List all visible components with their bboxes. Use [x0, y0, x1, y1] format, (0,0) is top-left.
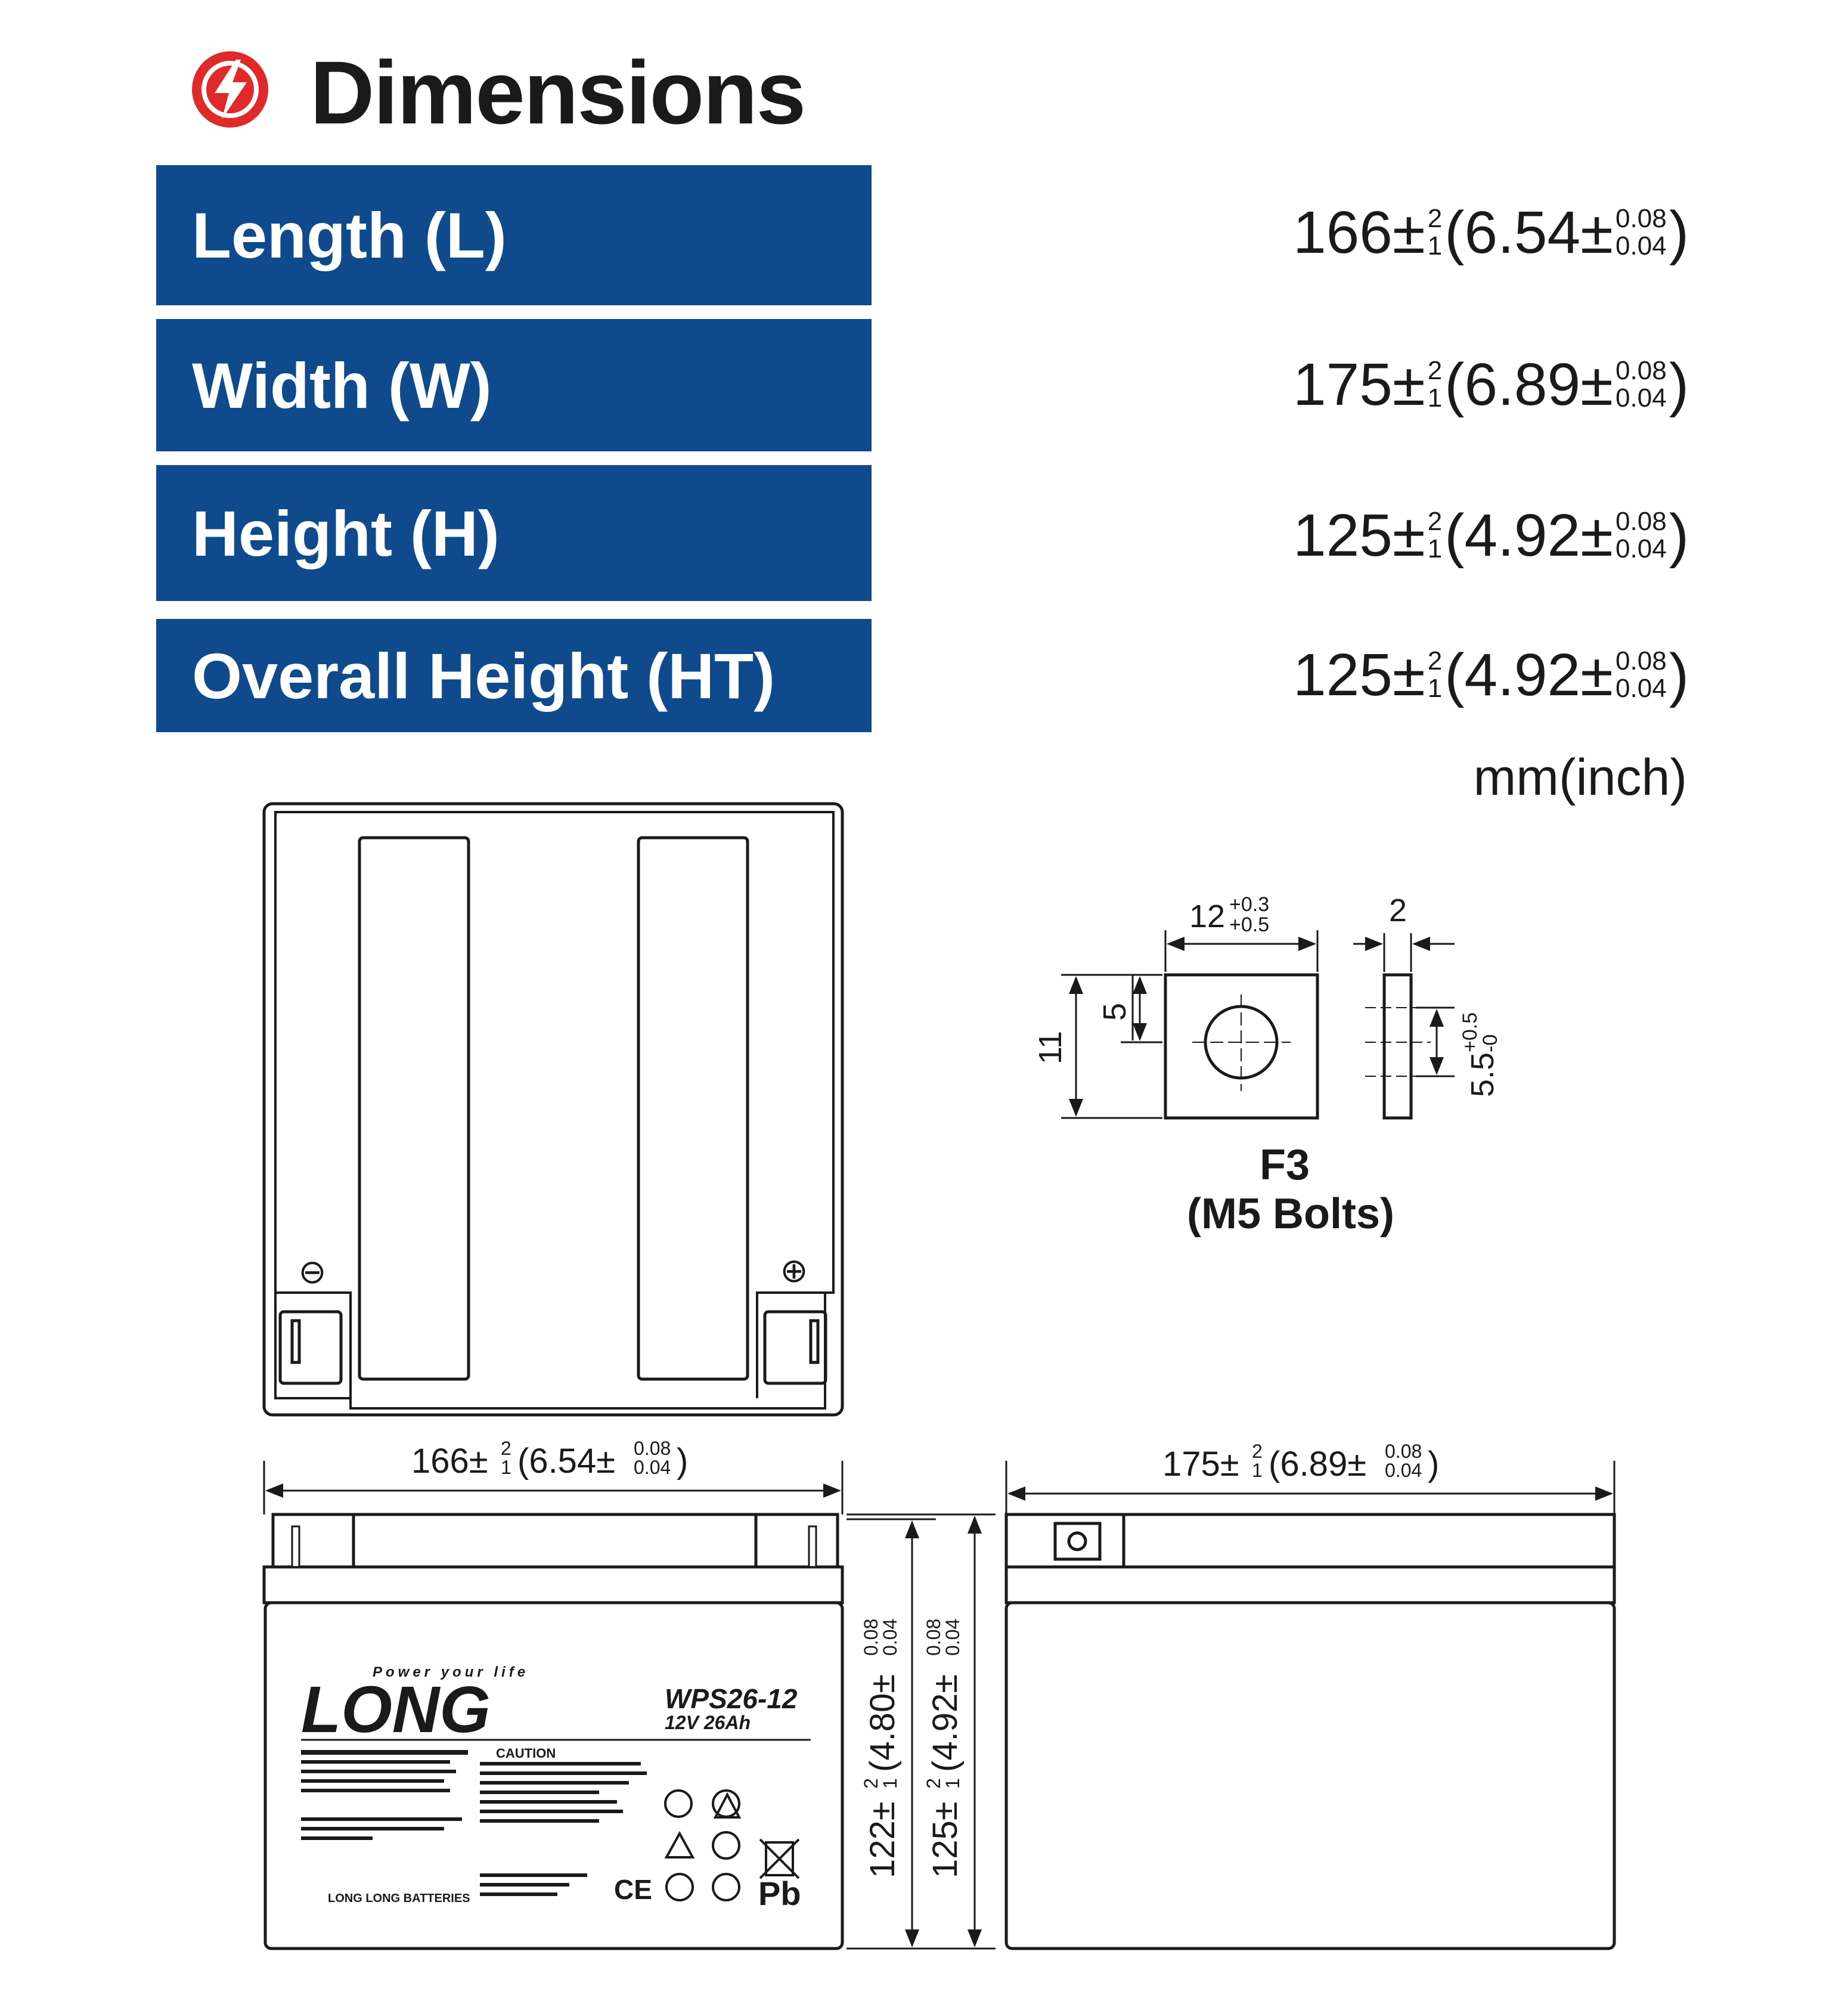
- overall-height-dimension: 125± 2 1 (4.92± 0.08 0.04: [909, 1609, 967, 1878]
- tol-down: 1: [1427, 231, 1443, 261]
- ce-mark: CE: [614, 1874, 652, 1905]
- maker-text: LONG LONG BATTERIES: [328, 1892, 470, 1905]
- value-main: 175±: [1293, 351, 1425, 418]
- terminal-width-dimension: 12 +0.3 +0.5: [1189, 882, 1278, 936]
- front-height-dimension: 122± 2 1 (4.80± 0.08 0.04: [847, 1609, 904, 1878]
- tol-up: 0.08: [1616, 646, 1667, 676]
- value-main: 125±: [1293, 642, 1425, 708]
- tol-down: 0.04: [1616, 534, 1667, 563]
- terminal-f3-drawing: [1061, 930, 1455, 1120]
- dimension-label-height: Height (H): [156, 465, 872, 601]
- value-close: ): [1669, 351, 1689, 418]
- tol-up: 2: [1427, 356, 1443, 385]
- tol-up: 0.08: [1616, 507, 1667, 536]
- terminal-name: F3: [1260, 1141, 1310, 1189]
- tol-up: 0.08: [1616, 356, 1667, 385]
- model-name: WPS26-12: [665, 1683, 798, 1714]
- terminal-hole-offset-dimension: 5: [1097, 1003, 1133, 1021]
- dimension-label-overall-height: Overall Height (HT): [156, 619, 872, 732]
- page-title: Dimensions: [310, 42, 806, 143]
- positive-terminal-symbol: ⊕: [780, 1252, 808, 1289]
- tol-up: 0.08: [1616, 204, 1667, 233]
- pb-symbol: Pb: [758, 1875, 801, 1912]
- unit-note: mm(inch): [1473, 749, 1687, 806]
- value-close: ): [1669, 642, 1689, 708]
- front-length-dimension: 166± 2 1 (6.54± 0.08 0.04 ): [411, 1424, 688, 1482]
- value-inch: (4.92±: [1444, 502, 1614, 569]
- front-view-battery: [262, 1513, 844, 1950]
- terminal-height-dimension: 11: [1032, 1031, 1068, 1064]
- tol-down: 0.04: [1616, 383, 1667, 413]
- tol-up: 2: [1427, 646, 1443, 676]
- value-inch: (6.54±: [1444, 199, 1614, 266]
- terminal-bolt-size: (M5 Bolts): [1187, 1190, 1394, 1238]
- dimension-label-width: Width (W): [156, 319, 872, 451]
- brand-logo: LONG: [301, 1673, 491, 1746]
- caution-text: CAUTION: [496, 1746, 556, 1761]
- side-view-battery: [1004, 1513, 1616, 1950]
- tol-down: 0.04: [1616, 231, 1667, 261]
- top-view-battery: [262, 802, 844, 1417]
- lightning-bolt-icon: [190, 49, 271, 130]
- terminal-thickness-dimension: 2: [1389, 893, 1407, 928]
- dimension-label-length: Length (L): [156, 165, 872, 305]
- value-main: 166±: [1293, 199, 1425, 266]
- tol-down: 1: [1427, 383, 1443, 413]
- tol-down: 1: [1427, 534, 1443, 563]
- battery-front-label: Power your life LONG WPS26-12 12V 26Ah C…: [301, 1664, 811, 1912]
- value-close: ): [1669, 199, 1689, 266]
- side-width-dimension: 175± 2 1 (6.89± 0.08 0.04 ): [1162, 1427, 1439, 1485]
- terminal-hole-diameter-dimension: 5.5 +0.5 -0: [1448, 1003, 1502, 1097]
- brand-slogan: Power your life: [373, 1664, 529, 1680]
- model-rating: 12V 26Ah: [665, 1712, 751, 1733]
- value-main: 125±: [1293, 502, 1425, 569]
- tol-up: 2: [1427, 507, 1443, 536]
- tol-down: 0.04: [1616, 674, 1667, 703]
- value-inch: (6.89±: [1444, 351, 1614, 418]
- tol-up: 2: [1427, 204, 1443, 233]
- tol-down: 1: [1427, 674, 1443, 703]
- value-close: ): [1669, 502, 1689, 569]
- negative-terminal-symbol: ⊖: [299, 1253, 327, 1290]
- value-inch: (4.92±: [1444, 642, 1614, 708]
